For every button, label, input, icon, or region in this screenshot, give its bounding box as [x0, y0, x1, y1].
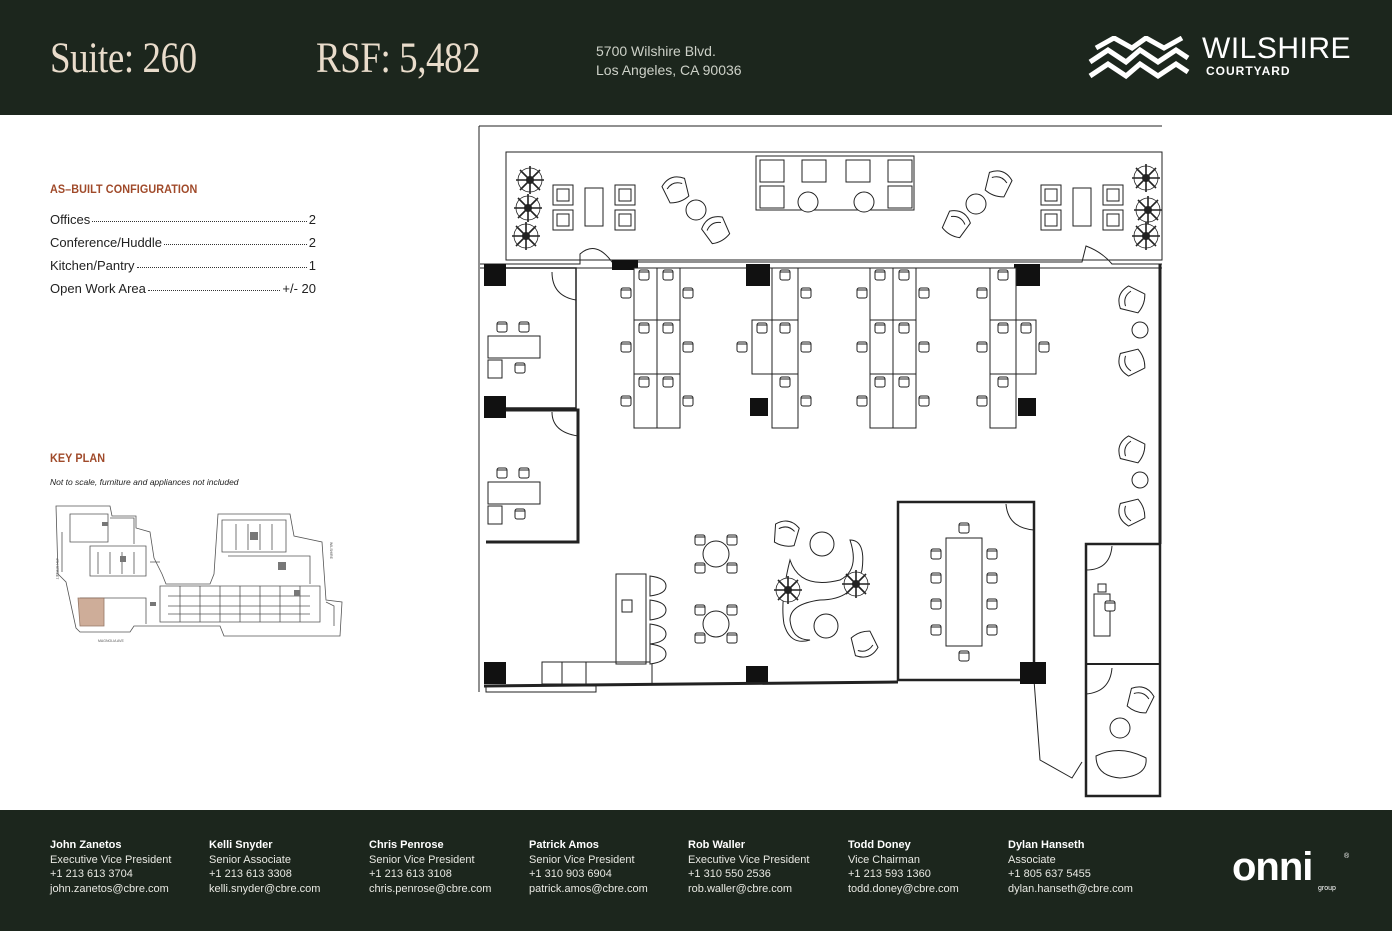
- contact-name: Todd Doney: [848, 839, 911, 851]
- contact-email: rob.waller@cbre.com: [688, 882, 793, 895]
- logo-subword: COURTYARD: [1206, 64, 1291, 78]
- contact-title: Senior Vice President: [529, 853, 635, 866]
- config-list: Offices 2 Conference/Huddle 2 Kitchen/Pant…: [50, 208, 316, 300]
- contact-email: todd.doney@cbre.com: [848, 882, 959, 895]
- contact-name: Kelli Snyder: [209, 839, 273, 851]
- contact-title: Vice Chairman: [848, 853, 920, 866]
- contact-email: patrick.amos@cbre.com: [529, 882, 648, 895]
- config-title: AS–BUILT CONFIGURATION: [50, 182, 198, 196]
- header-bar: Suite: 260 RSF: 5,482 5700 Wilshire Blvd…: [0, 0, 1392, 115]
- address-line-2: Los Angeles, CA 90036: [596, 62, 742, 78]
- config-value: 2: [308, 212, 316, 227]
- suite-number: Suite: 260: [50, 35, 197, 82]
- keyplan-title: KEY PLAN: [50, 451, 106, 465]
- contact-name: Dylan Hanseth: [1008, 839, 1085, 851]
- svg-text:4TH STREET: 4TH STREET: [55, 558, 59, 580]
- contact-card: Todd Doney Vice Chairman +1 213 593 1360…: [848, 838, 959, 896]
- config-row-open-work: Open Work Area +/- 20: [50, 277, 316, 300]
- svg-text:MAGNOLIA AVE: MAGNOLIA AVE: [98, 639, 124, 643]
- contact-phone: +1 213 593 1360: [848, 868, 931, 881]
- contact-card: Kelli Snyder Senior Associate +1 213 613…: [209, 838, 320, 896]
- contact-email: dylan.hanseth@cbre.com: [1008, 882, 1133, 895]
- config-label: Open Work Area: [50, 281, 146, 296]
- contact-name: Rob Waller: [688, 839, 746, 851]
- onni-subword: group: [1318, 885, 1336, 892]
- config-row-offices: Offices 2: [50, 208, 316, 231]
- contact-card: Dylan Hanseth Associate +1 805 637 5455 …: [1008, 838, 1133, 896]
- contact-phone: +1 213 613 3308: [209, 868, 292, 881]
- wilshire-logo-mark-icon: [1088, 36, 1190, 80]
- contact-card: Chris Penrose Senior Vice President +1 2…: [369, 838, 491, 896]
- building-address: 5700 Wilshire Blvd. Los Angeles, CA 9003…: [596, 42, 742, 80]
- contact-name: John Zanetos: [50, 839, 122, 851]
- logo-word: WILSHIRE: [1202, 32, 1352, 65]
- keyplan-note: Not to scale, furniture and appliances n…: [50, 477, 239, 487]
- contact-card: John Zanetos Executive Vice President +1…: [50, 838, 171, 896]
- config-row-kitchen: Kitchen/Pantry 1: [50, 254, 316, 277]
- contact-name: Chris Penrose: [369, 839, 444, 851]
- config-value: +/- 20: [282, 281, 316, 296]
- contact-title: Executive Vice President: [688, 853, 810, 866]
- svg-text:WILSHIRE: WILSHIRE: [329, 542, 333, 560]
- footer-bar: John Zanetos Executive Vice President +1…: [0, 810, 1392, 931]
- contact-email: chris.penrose@cbre.com: [369, 882, 492, 895]
- address-line-1: 5700 Wilshire Blvd.: [596, 43, 716, 59]
- config-value: 1: [308, 258, 316, 273]
- key-plan-map: 4TH STREET WILSHIRE MAGNOLIA AVE: [55, 505, 343, 643]
- contact-phone: +1 310 903 6904: [529, 868, 612, 881]
- config-value: 2: [308, 235, 316, 250]
- suite-highlight: [77, 597, 105, 627]
- contact-card: Rob Waller Executive Vice President +1 3…: [688, 838, 809, 896]
- contact-phone: +1 213 613 3704: [50, 868, 133, 881]
- contact-email: john.zanetos@cbre.com: [50, 882, 169, 895]
- config-label: Offices: [50, 212, 91, 227]
- contact-phone: +1 310 550 2536: [688, 868, 771, 881]
- contact-name: Patrick Amos: [529, 839, 599, 851]
- onni-word: onni: [1232, 846, 1312, 889]
- rsf-value: RSF: 5,482: [316, 35, 481, 82]
- config-label: Conference/Huddle: [50, 235, 163, 250]
- contact-phone: +1 213 613 3108: [369, 868, 452, 881]
- wilshire-courtyard-logo: WILSHIRE COURTYARD: [1088, 32, 1358, 82]
- config-row-conference: Conference/Huddle 2: [50, 231, 316, 254]
- onni-registered-mark: ®: [1344, 852, 1350, 860]
- contact-email: kelli.snyder@cbre.com: [209, 882, 321, 895]
- onni-group-logo: onni ® group: [1232, 846, 1350, 892]
- contact-card: Patrick Amos Senior Vice President +1 31…: [529, 838, 648, 896]
- floor-plan: [478, 125, 1163, 798]
- contact-title: Executive Vice President: [50, 853, 172, 866]
- config-label: Kitchen/Pantry: [50, 258, 135, 273]
- contact-phone: +1 805 637 5455: [1008, 868, 1091, 881]
- contact-title: Senior Associate: [209, 853, 291, 866]
- contact-title: Associate: [1008, 853, 1056, 866]
- contact-title: Senior Vice President: [369, 853, 475, 866]
